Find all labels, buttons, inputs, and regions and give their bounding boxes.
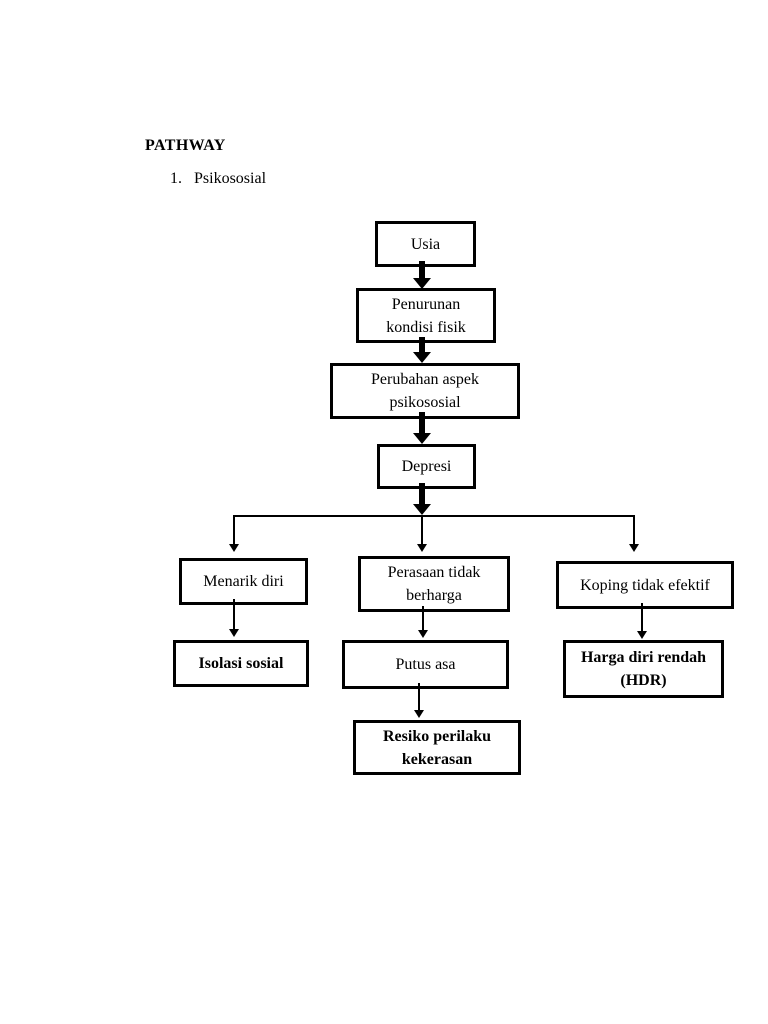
node-isolasi-sosial-label: Isolasi sosial	[198, 655, 284, 672]
arrow-penurunan-to-perubahan	[419, 337, 425, 352]
list-item-number: 1.	[170, 170, 182, 187]
node-harga-diri-rendah-label: Harga diri rendah (HDR)	[580, 649, 707, 689]
node-perubahan-aspek-psikososial: Perubahan aspek psikososial	[330, 363, 520, 419]
node-perasaan-tidak-berharga: Perasaan tidak berharga	[358, 556, 510, 612]
node-putus-asa-label: Putus asa	[395, 656, 456, 673]
node-penurunan-kondisi-fisik: Penurunan kondisi fisik	[356, 288, 496, 343]
arrow-putus-asa-to-resiko	[418, 683, 420, 710]
node-penurunan-kondisi-fisik-label: Penurunan kondisi fisik	[386, 295, 466, 336]
node-resiko-perilaku-kekerasan: Resiko perilaku kekerasan	[353, 720, 521, 775]
arrow-branch-to-perasaan	[421, 517, 423, 544]
list-item-label: Psikososial	[194, 170, 267, 187]
node-perasaan-tidak-berharga-label: Perasaan tidak berharga	[387, 564, 481, 604]
branch-connector-line	[233, 515, 635, 517]
arrow-perubahan-to-depresi	[419, 412, 425, 433]
node-resiko-perilaku-kekerasan-label: Resiko perilaku kekerasan	[382, 727, 491, 768]
node-menarik-diri: Menarik diri	[179, 558, 308, 605]
node-putus-asa: Putus asa	[342, 640, 509, 689]
node-koping-tidak-efektif: Koping tidak efektif	[556, 561, 734, 609]
node-depresi: Depresi	[377, 444, 476, 489]
node-menarik-diri-label: Menarik diri	[203, 573, 284, 590]
node-isolasi-sosial: Isolasi sosial	[173, 640, 309, 687]
node-depresi-label: Depresi	[401, 458, 452, 475]
node-harga-diri-rendah: Harga diri rendah (HDR)	[563, 640, 724, 698]
node-koping-tidak-efektif-label: Koping tidak efektif	[580, 576, 710, 594]
arrow-branch-to-koping	[633, 517, 635, 544]
arrow-depresi-to-branch	[419, 483, 425, 504]
arrow-branch-to-menarik-diri	[233, 517, 235, 544]
arrow-usia-to-penurunan	[419, 261, 425, 278]
node-usia-label: Usia	[410, 235, 441, 253]
page-title: PATHWAY	[145, 137, 226, 154]
arrow-koping-to-harga-diri	[641, 603, 643, 631]
node-perubahan-aspek-psikososial-label: Perubahan aspek psikososial	[371, 371, 479, 411]
arrow-perasaan-to-putus-asa	[422, 606, 424, 630]
node-usia: Usia	[375, 221, 476, 267]
arrow-menarik-to-isolasi	[233, 599, 235, 629]
list-item-psikososial: 1. Psikososial	[170, 169, 266, 188]
